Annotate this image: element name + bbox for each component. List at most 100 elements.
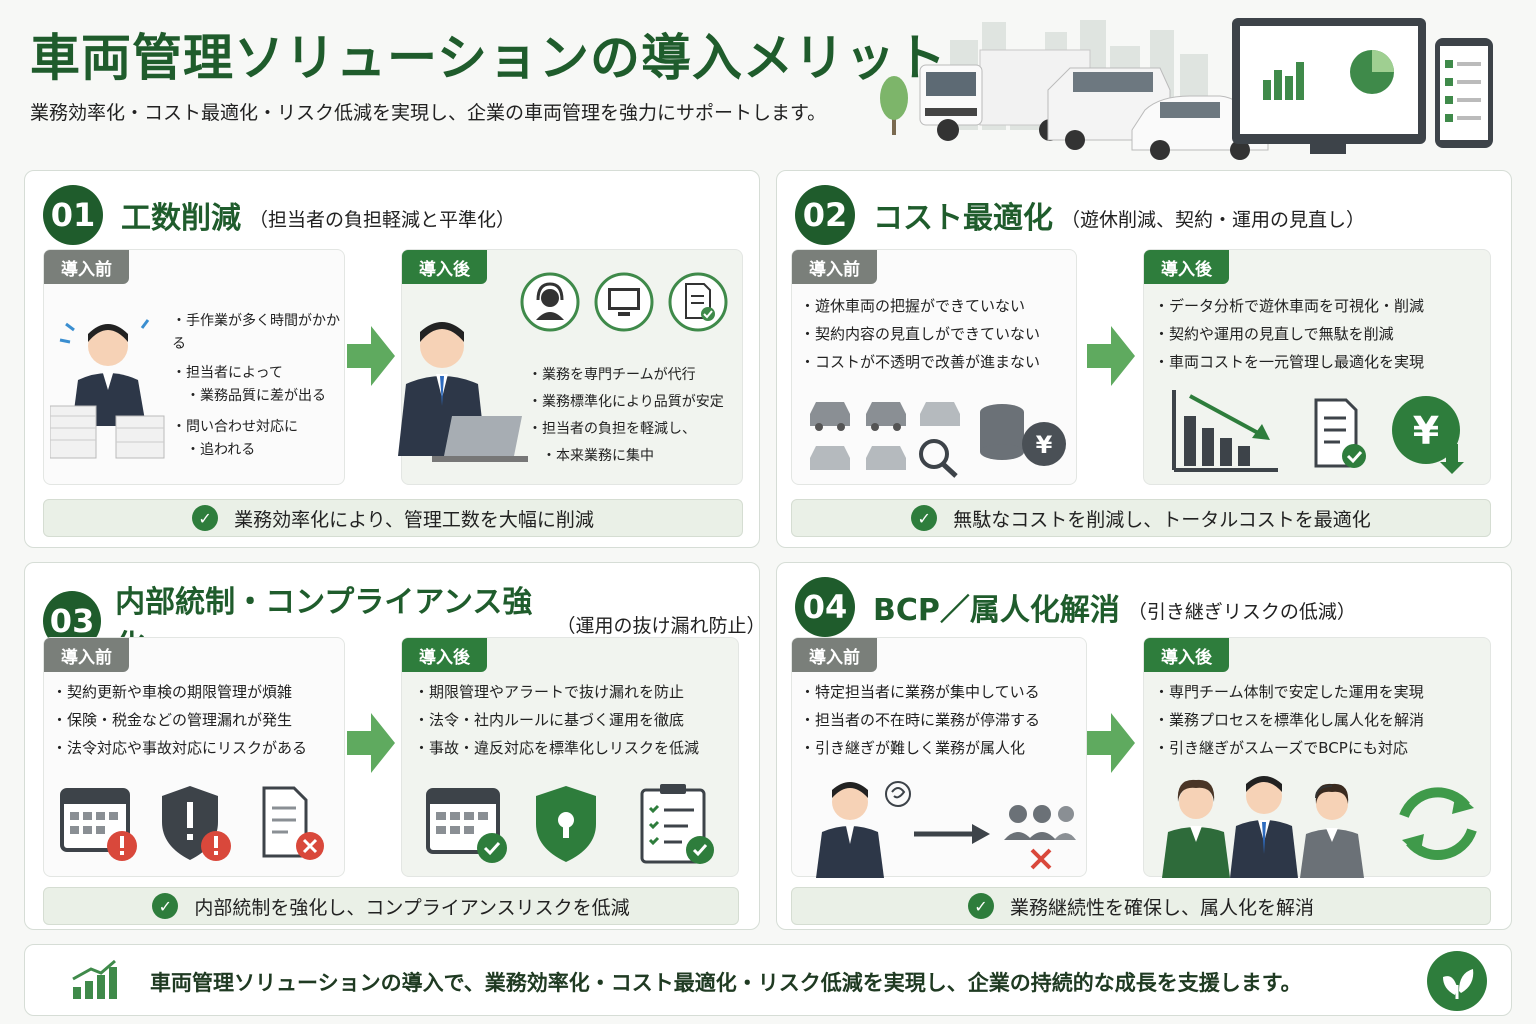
before-list: 特定担当者に業務が集中している 担当者の不在時に業務が停滞する 引き継ぎが難しく…	[800, 678, 1040, 762]
result-banner: ✓ 無駄なコストを削減し、トータルコストを最適化	[791, 499, 1491, 537]
list-item: 事故・違反対応を標準化しリスクを低減	[414, 734, 699, 762]
before-tag: 導入前	[792, 638, 877, 672]
worker-laptop-icon	[382, 306, 532, 482]
list-item: 問い合わせ対応に	[172, 416, 344, 439]
list-item: 法令対応や事故対応にリスクがある	[52, 734, 307, 762]
result-text: 無駄なコストを削減し、トータルコストを最適化	[953, 508, 1371, 531]
section-title: BCP／属人化解消	[873, 593, 1120, 628]
before-list: 契約更新や車検の期限管理が煩雑 保険・税金などの管理漏れが発生 法令対応や事故対…	[52, 678, 307, 762]
list-item: 契約内容の見直しができていない	[800, 320, 1040, 348]
section-number: 04	[795, 577, 855, 637]
result-banner: ✓ 業務継続性を確保し、属人化を解消	[791, 887, 1491, 925]
checklist-icon	[640, 784, 714, 864]
before-tag: 導入前	[792, 250, 877, 284]
document-check-icon	[668, 272, 728, 332]
result-text: 業務効率化により、管理工数を大幅に削減	[234, 508, 594, 531]
tree-icon	[880, 76, 908, 135]
check-icon: ✓	[967, 893, 994, 919]
section-number: 01	[43, 185, 103, 245]
section-subtitle: （担当者の負担軽減と平準化）	[249, 208, 516, 231]
list-item: 追われる	[172, 439, 344, 462]
list-item: コストが不透明で改善が進まない	[800, 348, 1040, 376]
idle-cars-icon: ¥	[806, 392, 1076, 478]
list-item: 契約更新や車検の期限管理が煩雑	[52, 678, 307, 706]
result-text: 業務継続性を確保し、属人化を解消	[1009, 896, 1314, 919]
after-panel: 導入後 専門チーム体制で安定した運用を実現 業務プロセスを標準化し属人化を解消 …	[1143, 637, 1491, 878]
check-icon: ✓	[911, 505, 938, 531]
single-person-dependency-icon	[806, 774, 1076, 878]
team-members-icon	[1156, 768, 1486, 878]
section-title: 工数削減	[121, 201, 241, 236]
before-panel: 導入前 特定担当者に業務が集中している 担当者の不在時に業務が停滞する 引き継ぎ…	[791, 637, 1087, 878]
section-subtitle: （遊休削減、契約・運用の見直し）	[1061, 208, 1366, 231]
section-subtitle: （引き継ぎリスクの低減）	[1127, 600, 1356, 623]
truck-icon	[919, 49, 1091, 141]
arrow-right-icon	[1087, 713, 1135, 773]
list-item: 期限管理やアラートで抜け漏れを防止	[414, 678, 699, 706]
leaf-icon	[1427, 951, 1487, 1011]
stressed-worker-icon	[50, 306, 170, 466]
after-list: 専門チーム体制で安定した運用を実現 業務プロセスを標準化し属人化を解消 引き継ぎ…	[1154, 678, 1424, 762]
after-tag: 導入後	[1144, 638, 1229, 672]
list-item: 引き継ぎがスムーズでBCPにも対応	[1154, 734, 1424, 762]
after-panel: 導入後 期限管理やアラートで抜け漏れを防止 法令・社内ルールに基づく運用を徹底 …	[401, 637, 739, 877]
yen-symbol: ¥	[1036, 431, 1053, 459]
list-item: 担当者の負担を軽減し、	[528, 416, 724, 443]
result-banner: ✓ 内部統制を強化し、コンプライアンスリスクを低減	[43, 887, 739, 925]
list-item: 業務を専門チームが代行	[528, 362, 724, 389]
before-tag: 導入前	[44, 638, 129, 672]
before-panel: 導入前 遊休車両の把握ができていない 契約内容の見直しができていない コストが不…	[791, 249, 1077, 485]
confused-icon	[885, 781, 911, 807]
document-error-icon	[262, 786, 324, 860]
list-item: 車両コストを一元管理し最適化を実現	[1154, 348, 1424, 376]
list-item: 契約や運用の見直しで無駄を削減	[1154, 320, 1424, 348]
list-item: 特定担当者に業務が集中している	[800, 678, 1040, 706]
list-item: 手作業が多く時間がかかる	[172, 310, 344, 356]
result-banner: ✓ 業務効率化により、管理工数を大幅に削減	[43, 499, 743, 537]
footer-banner: 車両管理ソリューションの導入で、業務効率化・コスト最適化・リスク低減を実現し、企…	[24, 944, 1512, 1016]
shield-lock-icon	[536, 786, 596, 862]
page-subtitle: 業務効率化・コスト最適化・リスク低減を実現し、企業の車両管理を強力にサポートしま…	[30, 102, 827, 124]
headset-icon	[520, 272, 580, 332]
after-list: 業務を専門チームが代行 業務標準化により品質が安定 担当者の負担を軽減し、 本来…	[528, 362, 724, 470]
cost-reduction-icons: ¥	[1170, 386, 1480, 476]
list-item: 遊休車両の把握ができていない	[800, 292, 1040, 320]
hero-illustration	[870, 10, 1510, 160]
list-item: 法令・社内ルールに基づく運用を徹底	[414, 706, 699, 734]
support-icons	[520, 272, 728, 332]
list-item: 業務プロセスを標準化し属人化を解消	[1154, 706, 1424, 734]
risk-icons	[58, 780, 338, 864]
compliance-icons	[424, 780, 724, 866]
before-tag: 導入前	[44, 250, 129, 284]
team-icon	[1004, 805, 1076, 840]
section-card-03: 03 内部統制・コンプライアンス強化 （運用の抜け漏れ防止） 導入前 契約更新や…	[24, 562, 766, 930]
list-item: 本来業務に集中	[528, 443, 724, 470]
result-text: 内部統制を強化し、コンプライアンスリスクを低減	[194, 896, 630, 919]
section-subtitle: （運用の抜け漏れ防止）	[556, 614, 766, 637]
list-item: 引き継ぎが難しく業務が属人化	[800, 734, 1040, 762]
page-title: 車両管理ソリューションの導入メリット	[30, 29, 947, 87]
after-tag: 導入後	[402, 250, 487, 284]
bar-chart-down-icon	[1172, 390, 1278, 472]
section-card-01: 01 工数削減 （担当者の負担軽減と平準化） 導入前 手作業が多く時間がかかる …	[24, 170, 760, 548]
smartphone-icon	[1435, 38, 1493, 148]
arrow-right-icon	[347, 326, 395, 386]
arrow-right-icon	[1087, 326, 1135, 386]
list-item: 業務品質に差が出る	[172, 385, 344, 408]
shield-alert-icon	[162, 786, 231, 861]
after-tag: 導入後	[1144, 250, 1229, 284]
calendar-alert-icon	[60, 788, 137, 861]
calendar-check-icon	[426, 788, 507, 863]
after-list: 期限管理やアラートで抜け漏れを防止 法令・社内ルールに基づく運用を徹底 事故・違…	[414, 678, 699, 762]
arrow-right-icon	[347, 713, 395, 773]
section-number: 02	[795, 185, 855, 245]
after-list: データ分析で遊休車両を可視化・削減 契約や運用の見直しで無駄を削減 車両コストを…	[1154, 292, 1424, 376]
section-card-02: 02 コスト最適化 （遊休削減、契約・運用の見直し） 導入前 遊休車両の把握がで…	[776, 170, 1512, 548]
monitor-icon	[1232, 18, 1426, 154]
list-item: 担当者によって	[172, 362, 344, 385]
after-panel: 導入後 データ分析で遊休車両を可視化・削減 契約や運用の見直しで無駄を削減 車両…	[1143, 249, 1491, 485]
footer-text: 車両管理ソリューションの導入で、業務効率化・コスト最適化・リスク低減を実現し、企…	[150, 971, 1302, 995]
refresh-cycle-icon	[1399, 787, 1477, 860]
section-title: 内部統制・コンプライアンス強化	[115, 585, 533, 664]
section-card-04: 04 BCP／属人化解消 （引き継ぎリスクの低減） 導入前 特定担当者に業務が集…	[776, 562, 1512, 930]
